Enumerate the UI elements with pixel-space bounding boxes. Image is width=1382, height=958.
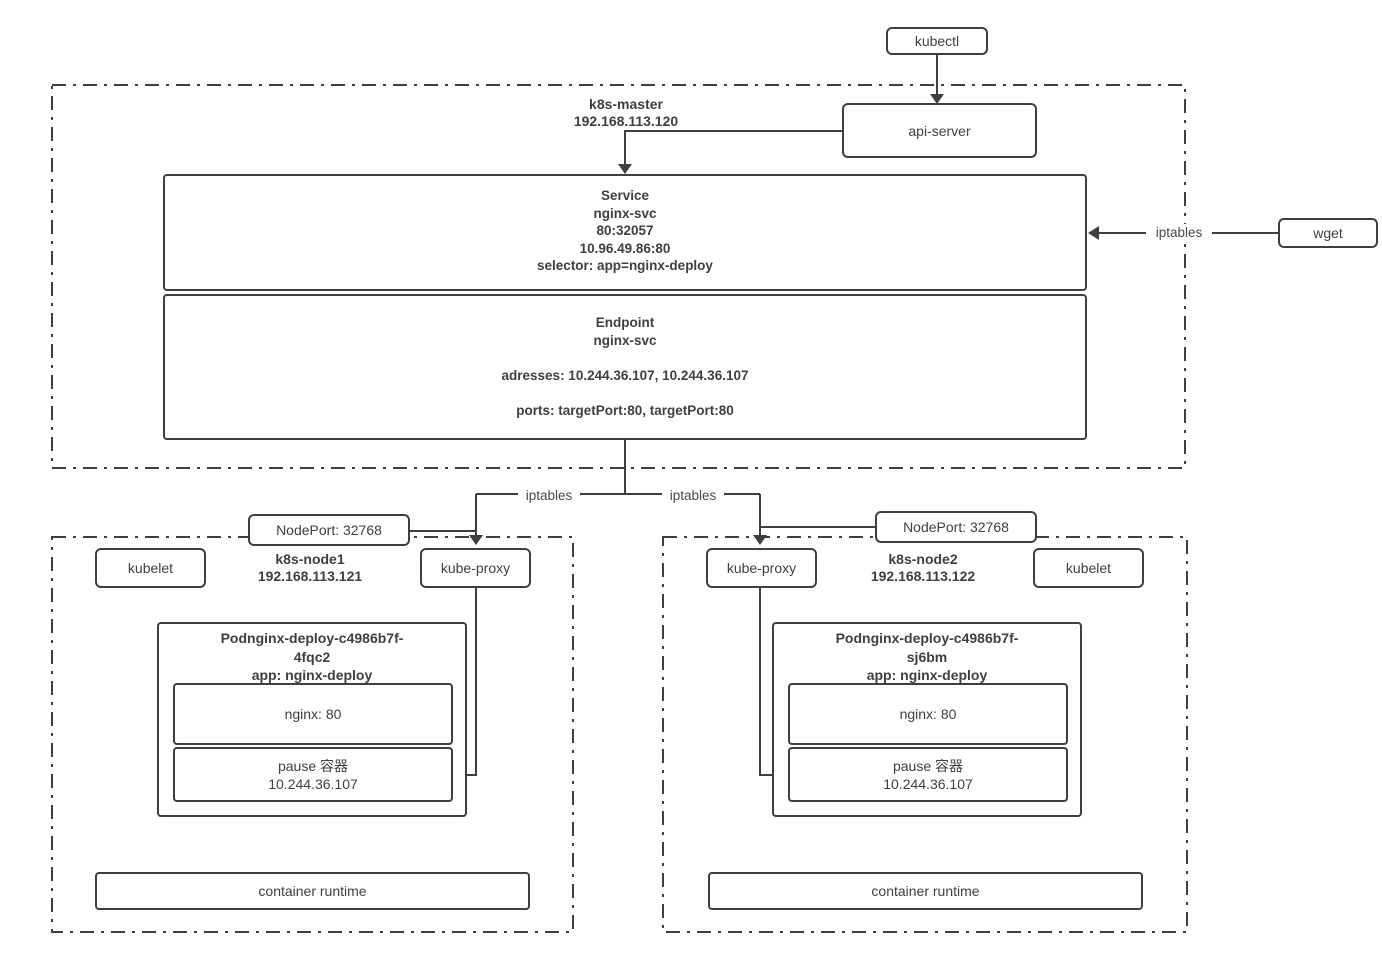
node1-ip: 192.168.113.121: [257, 568, 363, 584]
node1-title: k8s-node1 192.168.113.121: [225, 551, 395, 585]
endpoint-title: Endpoint: [595, 315, 655, 330]
node1-pod-title: Podnginx-deploy-c4986b7f- 4fqc2 app: ngi…: [159, 629, 465, 685]
node1-nginx-container-box: nginx: 80: [173, 683, 453, 745]
node1-pod-title-line3: app: nginx-deploy: [251, 667, 373, 683]
node2-pod-title-line3: app: nginx-deploy: [866, 667, 988, 683]
arrowhead-split-to-kubeproxy1: [469, 535, 483, 545]
node1-nginx-label: nginx: 80: [284, 706, 342, 722]
service-port-mapping: 80:32057: [596, 223, 654, 238]
node1-kubelet-box: kubelet: [95, 548, 206, 588]
node2-ip: 192.168.113.122: [870, 568, 976, 584]
node2-kube-proxy-box: kube-proxy: [706, 548, 817, 588]
node2-kubelet-label: kubelet: [1065, 560, 1112, 576]
master-dashed-border: [51, 84, 1186, 469]
service-cluster-ip: 10.96.49.86:80: [579, 240, 671, 256]
arrowhead-split-to-kubeproxy2: [753, 535, 767, 545]
service-name: nginx-svc: [593, 205, 657, 221]
node1-container-runtime-box: container runtime: [95, 872, 530, 910]
service-selector: selector: app=nginx-deploy: [537, 258, 713, 273]
kubectl-label: kubectl: [914, 33, 960, 49]
wget-box: wget: [1278, 218, 1378, 248]
master-ip: 192.168.113.120: [573, 113, 679, 129]
nodeport1-label: NodePort: 32768: [276, 522, 382, 538]
arrowhead-wget-to-service: [1088, 226, 1099, 240]
node1-container-runtime-label: container runtime: [258, 883, 367, 899]
node2-nginx-label: nginx: 80: [899, 706, 957, 722]
node2-pause-text: pause 容器 10.244.36.107: [883, 757, 973, 793]
node2-name: k8s-node2: [888, 551, 958, 567]
node1-pause-text: pause 容器 10.244.36.107: [268, 757, 358, 793]
node1-pause-name: pause 容器: [277, 757, 349, 774]
nodeport2-label: NodePort: 32768: [903, 519, 1009, 535]
endpoint-addresses: adresses: 10.244.36.107, 10.244.36.107: [501, 368, 749, 383]
arrow-kubeproxy1-to-pause: [463, 588, 477, 776]
service-box: Service nginx-svc 80:32057 10.96.49.86:8…: [163, 174, 1087, 291]
wget-label: wget: [1313, 225, 1343, 241]
api-server-label: api-server: [908, 122, 971, 139]
endpoint-box: Endpoint nginx-svc adresses: 10.244.36.1…: [163, 294, 1087, 440]
node1-name: k8s-node1: [275, 551, 345, 567]
node2-pause-name: pause 容器: [892, 757, 964, 774]
node2-container-runtime-label: container runtime: [871, 883, 980, 899]
arrowhead-kubectl-to-apiserver: [930, 94, 944, 104]
nodeport1-box: NodePort: 32768: [248, 514, 410, 546]
iptables-left-label: iptables: [518, 487, 580, 505]
nodeport2-box: NodePort: 32768: [875, 511, 1037, 543]
node2-pod-title: Podnginx-deploy-c4986b7f- sj6bm app: ngi…: [774, 629, 1080, 685]
node2-container-runtime-box: container runtime: [708, 872, 1143, 910]
node1-pause-ip: 10.244.36.107: [268, 775, 358, 792]
node1-pause-container-box: pause 容器 10.244.36.107: [173, 747, 453, 802]
master-title: k8s-master 192.168.113.120: [536, 96, 716, 130]
node1-pod-title-line2: 4fqc2: [293, 648, 331, 665]
endpoint-name: nginx-svc: [593, 332, 657, 348]
node2-kube-proxy-label: kube-proxy: [726, 560, 797, 576]
node1-kube-proxy-box: kube-proxy: [420, 548, 531, 588]
service-title: Service: [600, 188, 650, 203]
iptables-wget-label: iptables: [1146, 224, 1212, 242]
node2-pause-container-box: pause 容器 10.244.36.107: [788, 747, 1068, 802]
api-server-box: api-server: [842, 103, 1037, 158]
arrow-apiserver-to-service: [624, 130, 842, 166]
node1-kube-proxy-label: kube-proxy: [440, 560, 511, 576]
arrow-kubeproxy2-to-pause: [759, 588, 777, 776]
node2-title: k8s-node2 192.168.113.122: [838, 551, 1008, 585]
node2-pause-ip: 10.244.36.107: [883, 775, 973, 792]
kubectl-box: kubectl: [886, 27, 988, 55]
node2-pod-title-line2: sj6bm: [906, 648, 948, 665]
endpoint-ports: ports: targetPort:80, targetPort:80: [516, 402, 734, 418]
master-name: k8s-master: [589, 96, 663, 112]
node1-kubelet-label: kubelet: [127, 560, 174, 576]
node2-nginx-container-box: nginx: 80: [788, 683, 1068, 745]
iptables-right-label: iptables: [662, 487, 724, 505]
arrowhead-apiserver-to-service: [618, 164, 632, 174]
node2-kubelet-box: kubelet: [1033, 548, 1144, 588]
node1-pod-title-line1: Podnginx-deploy-c4986b7f-: [220, 630, 404, 646]
node2-pod-title-line1: Podnginx-deploy-c4986b7f-: [835, 630, 1019, 646]
